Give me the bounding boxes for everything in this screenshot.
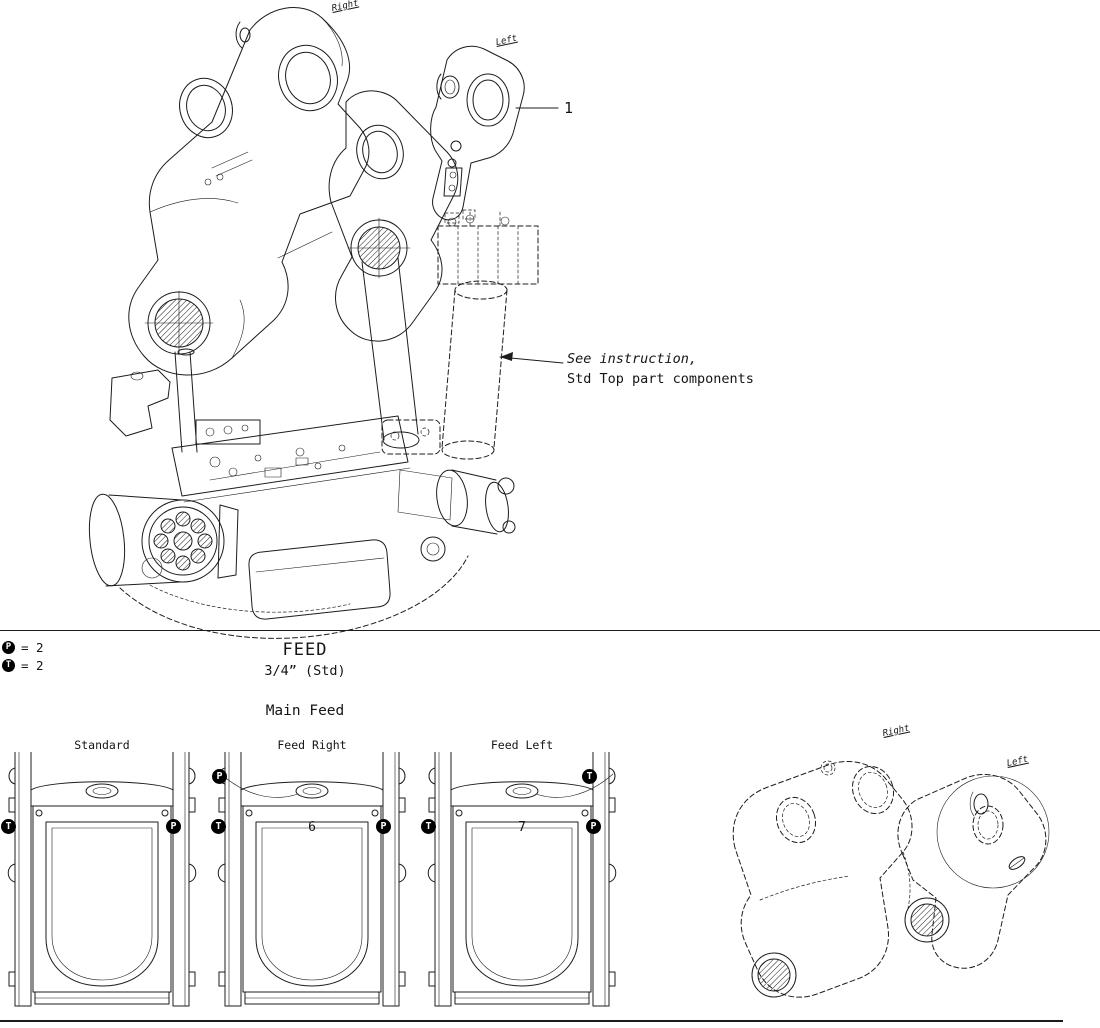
middle-bracket-plate xyxy=(328,90,459,342)
t-port-badge: T xyxy=(2,659,15,672)
secondary-assembly-drawing xyxy=(732,760,1050,998)
t-port-badge: T xyxy=(211,819,226,834)
p-port-badge: P xyxy=(2,641,15,654)
part-1-plate xyxy=(430,45,559,221)
feed-diagram-left: Feed Left T T P 7 xyxy=(421,738,617,1018)
legend-p-value: = 2 xyxy=(21,640,44,655)
legend-row-t: T = 2 xyxy=(2,658,44,673)
bottom-border xyxy=(0,1020,1063,1022)
rear-bracket-plate xyxy=(128,7,370,376)
legend-row-p: P = 2 xyxy=(2,640,44,655)
feed-frame-drawing xyxy=(7,745,197,1007)
t-port-badge: T xyxy=(1,819,16,834)
feed-diagram-right: Feed Right P T P 6 xyxy=(211,738,407,1018)
feed-frame-drawing xyxy=(217,745,407,1007)
diagram-title: Feed Right xyxy=(218,738,406,752)
rear-support-rod xyxy=(174,348,198,453)
feed-hose-leader xyxy=(535,773,614,798)
legend-t-value: = 2 xyxy=(21,658,44,673)
diagram-title: Standard xyxy=(8,738,196,752)
note-leader-arrow xyxy=(499,352,564,364)
p-port-badge: P xyxy=(586,819,601,834)
p-port-badge: P xyxy=(166,819,181,834)
diagram-number: 6 xyxy=(308,820,316,835)
t-port-badge: T xyxy=(421,819,436,834)
section-divider xyxy=(0,630,1100,631)
main-assembly-drawing xyxy=(88,7,564,639)
feed-section-title: FEED xyxy=(282,640,328,660)
main-feed-label: Main Feed xyxy=(265,703,345,719)
p-port-badge-top: P xyxy=(212,769,227,784)
dashed-cylinder xyxy=(441,280,508,460)
instruction-note-line1: See instruction, xyxy=(567,351,698,367)
feed-frame-drawing xyxy=(427,745,617,1007)
detail-balloon xyxy=(936,775,1050,889)
feed-body-assembly xyxy=(88,369,516,639)
dashed-front-plate xyxy=(897,774,1047,969)
diagram-number: 7 xyxy=(518,820,526,835)
instruction-note: See instruction, Std Top part components xyxy=(567,350,754,389)
instruction-note-line2: Std Top part components xyxy=(567,370,754,387)
p-port-badge: P xyxy=(376,819,391,834)
diagram-title: Feed Left xyxy=(428,738,616,752)
feed-diagram-standard: Standard T P xyxy=(1,738,197,1018)
std-top-part-dashed-block xyxy=(437,209,539,285)
t-port-badge-top: T xyxy=(582,769,597,784)
part-1-callout: 1 xyxy=(564,99,574,117)
feed-section-subtitle: 3/4” (Std) xyxy=(264,663,346,679)
dashed-rear-plate xyxy=(732,760,950,998)
front-cylinder xyxy=(361,257,420,449)
feed-hose-leader xyxy=(220,773,299,798)
